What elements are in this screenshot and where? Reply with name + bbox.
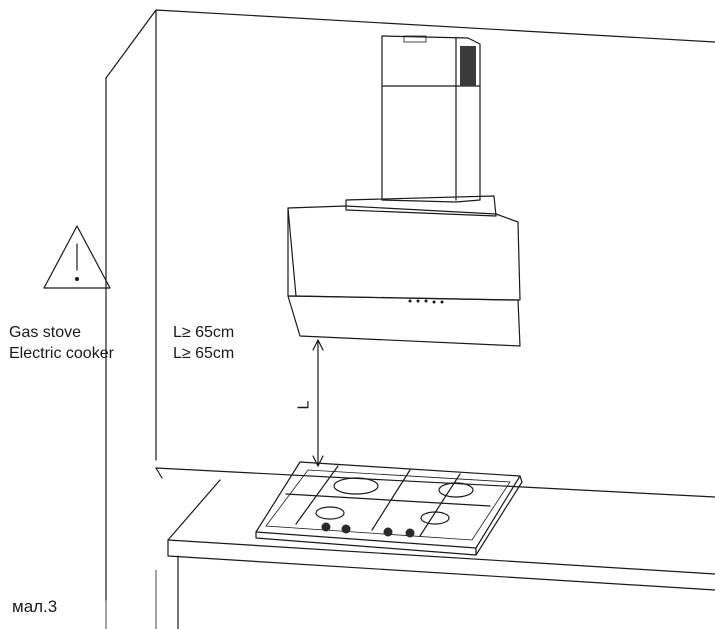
burner-medium — [438, 482, 474, 498]
vent-grille — [460, 46, 476, 86]
hood-control-buttons — [408, 299, 444, 304]
hob-knob — [383, 527, 393, 537]
control-button — [424, 299, 428, 303]
control-button — [432, 300, 436, 304]
dimension-label: L — [295, 400, 313, 410]
hood — [287, 195, 521, 347]
chimney — [381, 35, 481, 203]
appliance-label-electric: Electric cooker — [9, 345, 114, 362]
burner-large — [333, 477, 379, 495]
control-button — [440, 300, 444, 304]
warning-triangle-icon — [43, 225, 111, 289]
clearance-label-electric: L≥ 65cm — [173, 345, 235, 362]
control-button — [408, 299, 412, 303]
hob-knob — [341, 524, 351, 534]
hob-knob — [321, 522, 331, 532]
hob-knob — [405, 528, 415, 538]
hob — [255, 461, 523, 556]
dimension-line — [312, 339, 324, 467]
clearance-label-gas: L≥ 65cm — [173, 324, 235, 341]
appliance-label-gas: Gas stove — [9, 324, 82, 341]
control-button — [416, 299, 420, 303]
figure-label: мал.3 — [12, 597, 58, 616]
countertop — [155, 467, 715, 629]
vent-slot — [403, 35, 427, 43]
room-walls — [105, 9, 715, 629]
burner-small — [315, 506, 345, 520]
burner-small — [420, 511, 450, 525]
